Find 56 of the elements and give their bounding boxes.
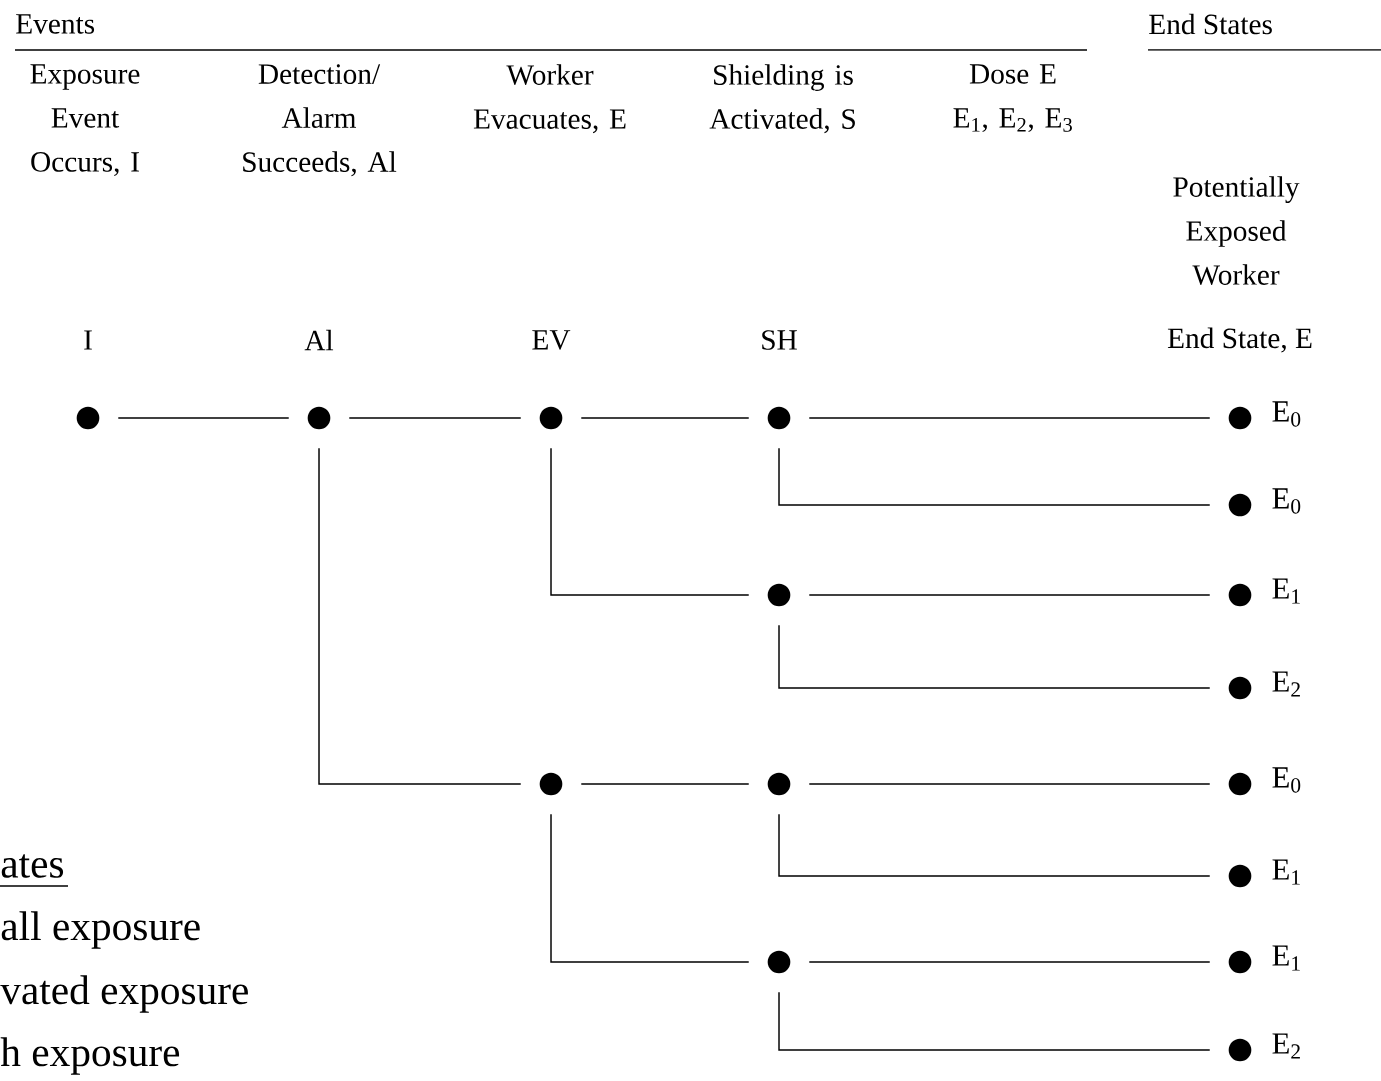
legend-heading: ates — [1, 854, 64, 878]
branch-dot — [767, 772, 791, 796]
column-header: Potentially Exposed Worker — [1173, 176, 1300, 286]
column-header: Shielding is Activated, S — [709, 64, 855, 134]
branch-dot — [1228, 676, 1252, 700]
branch-dot — [307, 406, 331, 430]
branch-line — [778, 624, 1211, 689]
branch-dot — [1228, 406, 1252, 430]
branch-line — [808, 961, 1211, 963]
branch-line — [808, 417, 1211, 419]
branch-dot — [1228, 1038, 1252, 1062]
branch-label: EV — [532, 330, 571, 350]
branch-dot — [767, 583, 791, 607]
heading: End States — [1149, 13, 1272, 35]
column-header: Exposure Event Occurs, I — [30, 64, 140, 176]
end-state-label: E$_{1}$ — [1272, 578, 1300, 604]
end-state-label: E$_{2}$ — [1272, 671, 1300, 697]
column-header: End State, E — [1167, 327, 1312, 353]
end-state-label: E$_{0}$ — [1272, 488, 1301, 514]
branch-dot — [1228, 864, 1252, 888]
branch-line — [550, 447, 750, 596]
column-header: Dose E E$_{1}$, E$_{2}$, E$_{3}$ — [953, 64, 1072, 132]
end-state-label: E$_{0}$ — [1272, 401, 1301, 427]
end-state-label: E$_{1}$ — [1272, 859, 1300, 885]
branch-dot — [767, 950, 791, 974]
branch-line — [550, 813, 750, 963]
branch-label: SH — [762, 330, 797, 350]
branch-line — [348, 417, 522, 419]
branch-dot — [76, 406, 100, 430]
branch-dot — [539, 772, 563, 796]
branch-dot — [1228, 493, 1252, 517]
column-header: Detection/ Alarm Succeeds, Al — [243, 64, 397, 177]
end-state-label: E$_{2}$ — [1272, 1033, 1300, 1059]
branch-line — [778, 447, 1211, 506]
branch-line — [778, 813, 1211, 877]
branch-line — [318, 447, 522, 785]
legend-entry: vated exposure — [0, 975, 248, 1013]
branch-line — [808, 594, 1211, 596]
column-header: Worker Evacuates, E — [473, 64, 626, 134]
branch-label: Al — [304, 329, 334, 351]
end-state-label: E$_{1}$ — [1272, 945, 1300, 971]
heading: Events — [16, 14, 95, 34]
end-state-label: E$_{0}$ — [1272, 767, 1301, 793]
branch-dot — [1228, 772, 1252, 796]
branch-line — [580, 783, 750, 785]
branch-line — [580, 417, 750, 419]
branch-dot — [1228, 950, 1252, 974]
branch-line — [117, 417, 290, 419]
branch-label: I — [84, 330, 92, 350]
legend-entry: h exposure — [0, 1037, 180, 1075]
branch-line — [808, 783, 1211, 785]
branch-dot — [539, 406, 563, 430]
branch-dot — [1228, 583, 1252, 607]
legend-entry: all exposure — [1, 911, 200, 949]
branch-dot — [767, 406, 791, 430]
branch-line — [778, 991, 1211, 1051]
